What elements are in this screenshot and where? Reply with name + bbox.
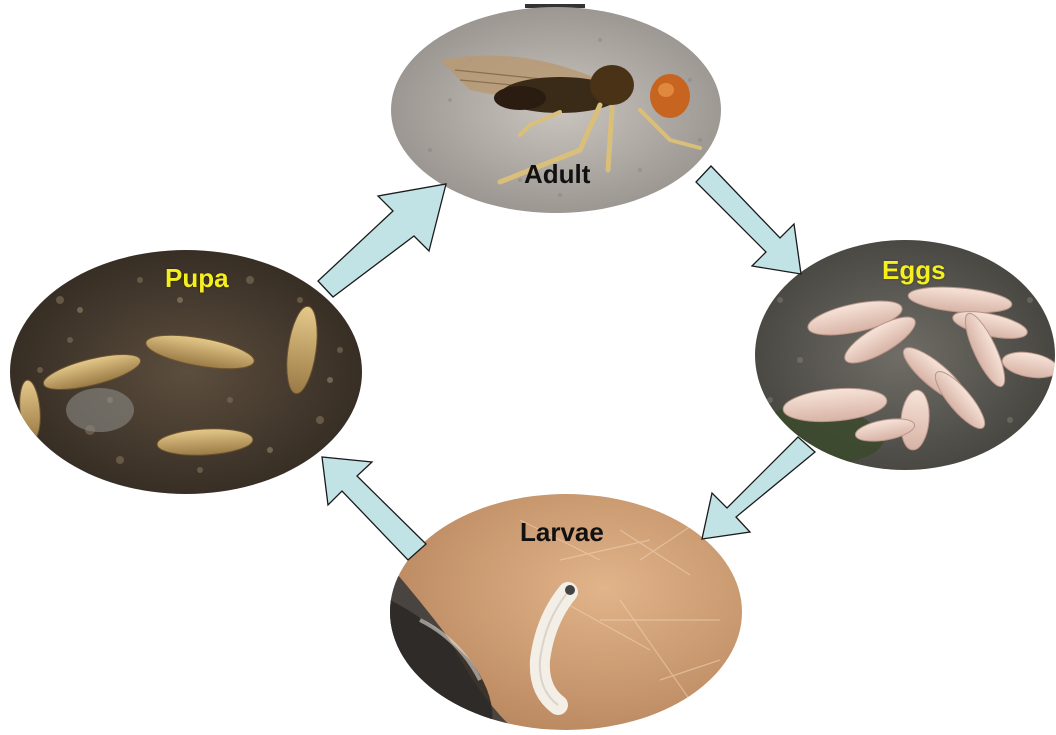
arrow-eggs-to-larvae	[702, 437, 815, 539]
adult-label: Adult	[524, 161, 590, 187]
larvae-label: Larvae	[520, 519, 604, 545]
arrow-larvae-to-pupa	[322, 457, 426, 560]
arrow-pupa-to-adult	[318, 184, 446, 297]
arrow-adult-to-eggs	[696, 166, 801, 274]
pupa-label: Pupa	[165, 265, 229, 291]
eggs-label: Eggs	[882, 257, 946, 283]
